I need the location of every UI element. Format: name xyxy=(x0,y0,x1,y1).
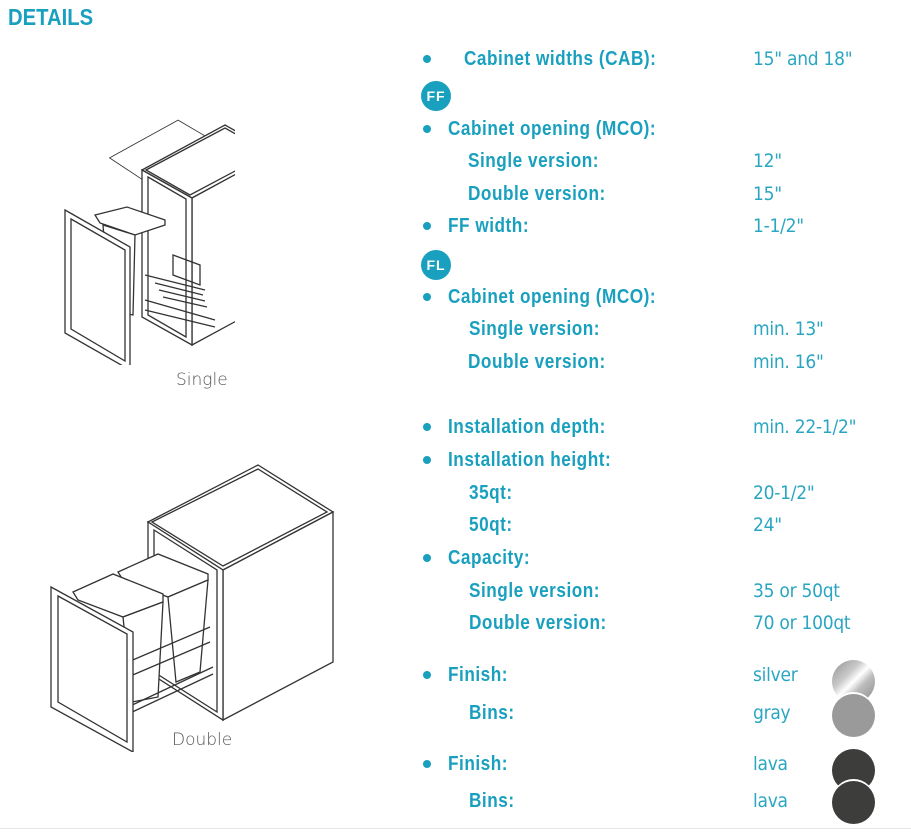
double-caption: Double xyxy=(172,730,233,750)
ff-badge-icon: FF xyxy=(421,81,451,111)
bullet-icon xyxy=(423,671,431,679)
single-pullout-illustration xyxy=(64,119,235,365)
single-caption: Single xyxy=(176,370,228,390)
lava-bins-swatch-icon xyxy=(832,781,875,824)
fl-badge-icon: FL xyxy=(421,250,451,280)
gray-swatch-icon xyxy=(832,694,875,737)
bullet-icon xyxy=(423,125,431,133)
bullet-icon xyxy=(423,423,431,431)
divider xyxy=(0,828,911,829)
bullet-icon xyxy=(423,456,431,464)
bullet-icon xyxy=(423,293,431,301)
double-pullout-illustration xyxy=(50,464,335,752)
bullet-icon xyxy=(423,222,431,230)
bullet-icon xyxy=(423,554,431,562)
bullet-icon xyxy=(423,760,431,768)
bullet-icon xyxy=(423,55,431,63)
page-title: DETAILS xyxy=(8,4,94,30)
